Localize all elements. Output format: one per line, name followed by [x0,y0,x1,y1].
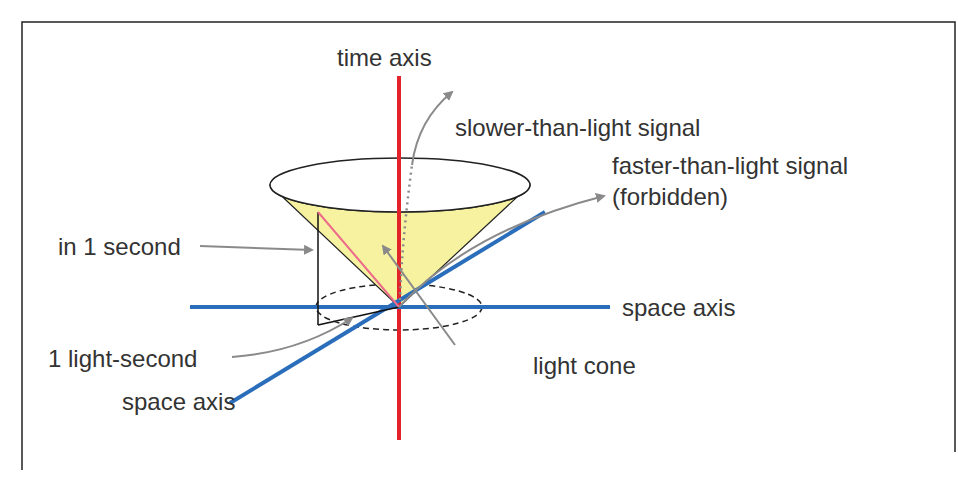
light-ray [318,212,399,307]
measure-label: in 1 second [58,231,181,262]
space-leg [318,307,399,325]
leader-line [232,318,352,357]
fast-signal [399,196,604,307]
axis-label: space axis [622,292,735,323]
axis-label: time axis [337,42,432,73]
leader-line [412,92,452,165]
signal-label: slower-than-light signal [455,112,700,143]
measure-label: 1 light-second [48,343,197,374]
slow-signal [400,165,412,300]
time-leg [317,212,319,325]
axis-label: space axis [122,386,235,417]
frame [22,22,955,470]
space-axis [230,212,545,403]
leader-line [383,246,455,345]
leader-line [200,246,312,250]
time-axis [397,76,401,440]
callout-label: light cone [533,350,636,381]
signal-label: faster-than-light signal (forbidden) [612,150,852,212]
